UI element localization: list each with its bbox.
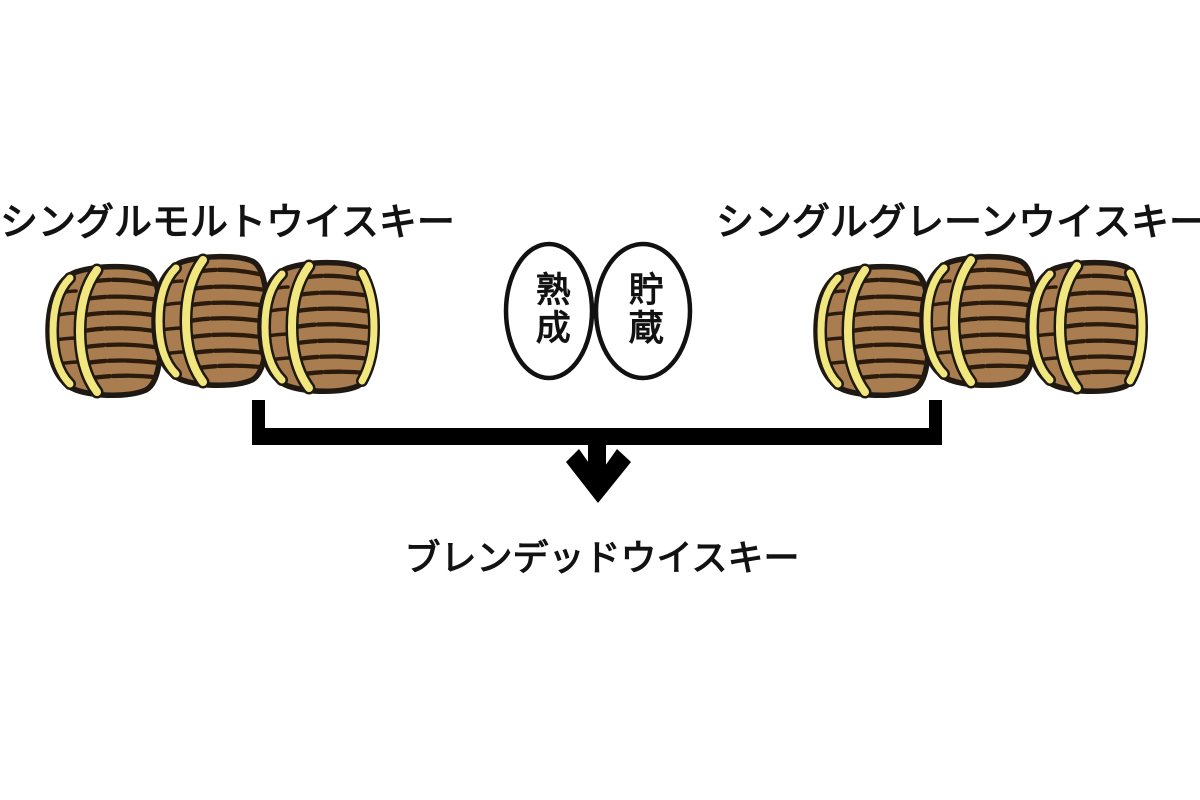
aging-storage-venn <box>503 241 693 381</box>
bracket-bar <box>252 428 942 445</box>
storage-label: 貯蔵 <box>623 271 663 347</box>
storage-circle <box>593 241 693 381</box>
single-malt-label: シングルモルトウイスキー <box>0 202 455 244</box>
merge-bracket-arrow-icon <box>252 400 942 503</box>
aging-circle <box>503 241 595 381</box>
malt-barrels-icon <box>40 252 380 400</box>
aging-label: 熟成 <box>530 271 570 347</box>
grain-barrels-icon <box>808 252 1148 400</box>
single-grain-label: シングルグレーンウイスキー <box>716 202 1200 244</box>
blended-whisky-label: ブレンデッドウイスキー <box>404 537 800 578</box>
bracket-right-tick <box>929 400 942 445</box>
down-arrow-icon <box>566 449 631 503</box>
